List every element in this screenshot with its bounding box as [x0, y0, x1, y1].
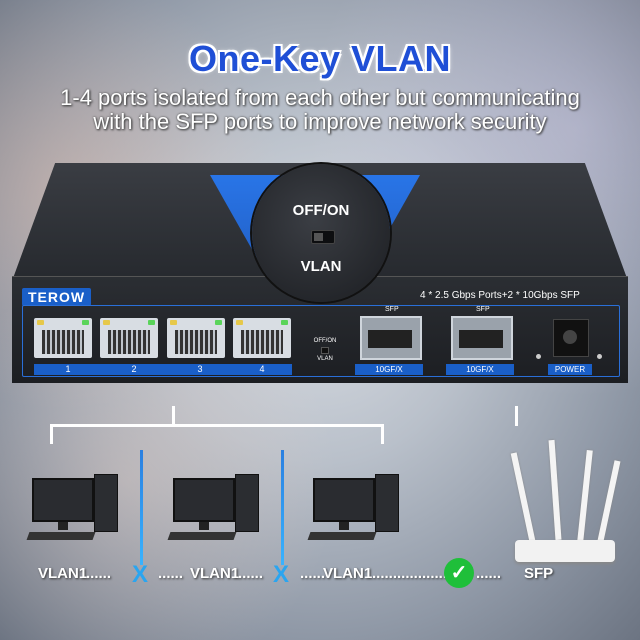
led-link-icon	[170, 320, 177, 325]
led-activity-icon	[148, 320, 155, 325]
sfp-connector	[515, 406, 518, 426]
sfp-label: SFP	[524, 565, 554, 582]
connector-left-drop	[50, 424, 53, 444]
subtitle-line-1: 1-4 ports isolated from each other but c…	[60, 85, 580, 110]
small-off-on-label: OFF/ON	[313, 338, 337, 344]
port-spec-text: 4 * 2.5 Gbps Ports+2 * 10Gbps SFP	[420, 290, 580, 301]
vlan-label-1: VLAN1	[38, 565, 88, 582]
led-activity-icon	[215, 320, 222, 325]
port-panel-outline	[22, 305, 620, 377]
connector-stem	[172, 406, 175, 426]
page-subtitle: 1-4 ports isolated from each other but c…	[0, 86, 640, 134]
led-link-icon	[37, 320, 44, 325]
dots-3: ...................	[372, 565, 452, 582]
isolation-bar-1	[140, 450, 143, 565]
port-number-4: 4	[259, 364, 265, 374]
port-number-bar	[34, 364, 292, 375]
dots-1: ......	[86, 565, 112, 582]
subtitle-line-2: with the SFP ports to improve network se…	[93, 109, 547, 134]
small-vlan-label: VLAN	[317, 356, 333, 362]
zoom-off-on-label: OFF/ON	[292, 202, 350, 219]
led-link-icon	[236, 320, 243, 325]
sfp-bottom-label-2: 10GF/X	[446, 364, 514, 375]
vlan-label-3: VLAN1	[323, 565, 373, 582]
allowed-check-icon: ✓	[444, 558, 474, 588]
small-vlan-button[interactable]	[321, 347, 329, 354]
vlan-toggle-button[interactable]	[311, 230, 335, 244]
blocked-x-icon: X	[132, 561, 149, 588]
rj45-port-2[interactable]	[100, 318, 158, 358]
indicator-dot	[597, 354, 602, 359]
vlan-switch-label: OFF/ON VLAN	[308, 338, 342, 363]
vlan-button-zoom: OFF/ON VLAN	[252, 164, 390, 302]
blocked-x-icon: X	[273, 561, 290, 588]
rj45-port-3[interactable]	[167, 318, 225, 358]
led-activity-icon	[281, 320, 288, 325]
dots-2b: ......	[238, 565, 264, 582]
port-number-3: 3	[197, 364, 203, 374]
brand-logo: TEROW	[22, 288, 92, 306]
sfp-port-1[interactable]	[360, 316, 422, 360]
indicator-dot	[536, 354, 541, 359]
rj45-port-1[interactable]	[34, 318, 92, 358]
led-activity-icon	[82, 320, 89, 325]
power-label: POWER	[548, 364, 592, 375]
zoom-vlan-label: VLAN	[300, 258, 342, 275]
power-jack[interactable]	[553, 319, 589, 357]
connector-right-drop	[381, 424, 384, 444]
sfp-port-2[interactable]	[451, 316, 513, 360]
isolation-bar-2	[281, 450, 284, 565]
sfp-top-label-2: SFP	[476, 306, 490, 313]
sfp-bottom-label-1: 10GF/X	[355, 364, 423, 375]
dots-3a: ......	[300, 565, 326, 582]
page-title: One-Key VLAN	[188, 38, 452, 79]
dots-2: ......	[158, 565, 184, 582]
led-link-icon	[103, 320, 110, 325]
connector-bracket	[50, 424, 384, 427]
dots-4: ......	[476, 565, 502, 582]
vlan-label-2: VLAN1	[190, 565, 240, 582]
port-number-1: 1	[65, 364, 71, 374]
sfp-top-label-1: SFP	[385, 306, 399, 313]
rj45-port-4[interactable]	[233, 318, 291, 358]
port-number-2: 2	[131, 364, 137, 374]
